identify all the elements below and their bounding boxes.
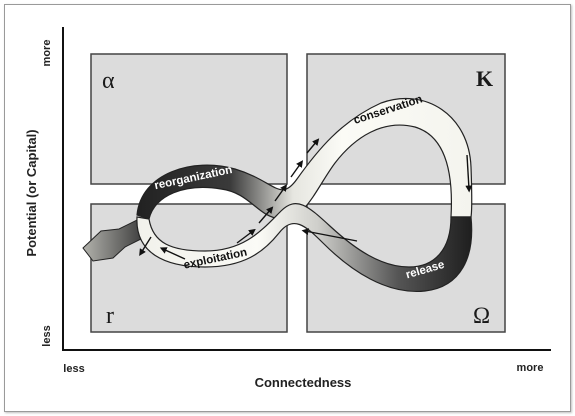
y-axis-low-label: less (41, 325, 53, 346)
flow-arrows-growth (236, 138, 320, 244)
figure-frame: more less Potential (or Capital) less mo… (4, 4, 571, 412)
x-axis-low-label: less (63, 363, 84, 375)
quadrant-box-alpha (90, 53, 288, 185)
quadrant-label-k: K (476, 66, 493, 91)
x-axis-high-label: more (517, 362, 544, 374)
x-axis-title: Connectedness (255, 375, 352, 390)
loop-band-bottom (136, 202, 473, 293)
quadrant-label-omega: Ω (473, 303, 490, 328)
y-axis-high-label: more (41, 40, 53, 67)
quadrant-label-alpha: α (102, 68, 115, 94)
quadrant-label-r: r (106, 303, 114, 329)
flow-arrows-release (139, 154, 473, 260)
adaptive-cycle-diagram: more less Potential (or Capital) less mo… (24, 27, 551, 390)
y-axis-title: Potential (or Capital) (24, 129, 39, 256)
quadrant-box-r (90, 203, 288, 333)
